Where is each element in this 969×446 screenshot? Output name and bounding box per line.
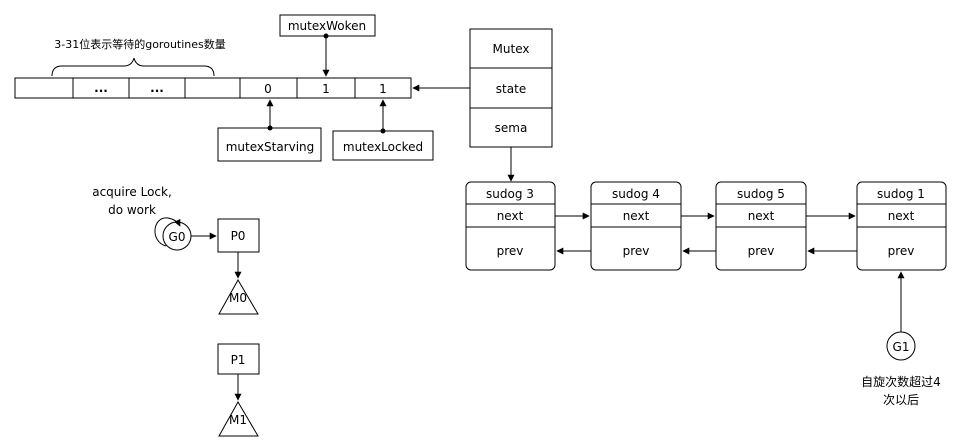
brace	[51, 57, 215, 77]
sudog-3-name: sudog 3	[486, 187, 534, 201]
brace-label: 3-31位表示等待的goroutines数量	[54, 37, 226, 51]
bit-locked-cell	[354, 77, 412, 99]
bit-locked-label: 1	[379, 82, 387, 96]
sudog-4: sudog 4 next prev	[590, 181, 682, 271]
sudog-4-name: sudog 4	[612, 187, 660, 201]
bit-31-cell	[14, 77, 74, 99]
m0-label: M0	[229, 291, 247, 305]
mutex-state-cell	[469, 67, 553, 109]
mutex-woken-label: mutexWoken	[288, 19, 366, 33]
p1-box	[217, 343, 260, 375]
p0-label: P0	[231, 229, 246, 243]
mutex-locked-label: mutexLocked	[343, 140, 423, 154]
p1-label: P1	[231, 353, 246, 367]
m0-triangle	[218, 278, 259, 315]
sudog-5: sudog 5 next prev	[715, 181, 807, 271]
sudog-4-prev: prev	[623, 244, 650, 258]
sudog-3-next: next	[497, 209, 524, 223]
mutex-state: state	[496, 82, 526, 96]
woken-dot	[323, 33, 329, 39]
sudog-5-prev: prev	[748, 244, 775, 258]
mutex-struct: Mutex state sema	[469, 28, 553, 148]
mutex-sema: sema	[495, 121, 528, 135]
bit-ellipsis-2-label: ...	[150, 81, 164, 95]
g0-note-line2: do work	[108, 203, 156, 217]
mutex-starving-label: mutexStarving	[226, 140, 315, 154]
g0-self-loop	[154, 217, 181, 247]
sudog-1-prev: prev	[888, 244, 915, 258]
starving-dot	[267, 125, 273, 131]
sudog-4-next: next	[623, 209, 650, 223]
sudog-3-prev: prev	[497, 244, 524, 258]
g1-note-line2: 次以后	[883, 393, 919, 407]
mutex-locked-box	[332, 130, 434, 161]
mutex-title: Mutex	[493, 42, 530, 56]
bit-woken-label: 1	[322, 82, 330, 96]
sudog-1: sudog 1 next prev	[856, 181, 947, 271]
sudog-5-next: next	[748, 209, 775, 223]
state-bit-row: ... ... 0 1 1	[14, 77, 412, 99]
bit-starving-label: 0	[264, 82, 272, 96]
m1-triangle	[218, 400, 259, 437]
bit-ellipsis-1-label: ...	[94, 81, 108, 95]
p0-box	[217, 218, 260, 253]
sudog-3: sudog 3 next prev	[465, 181, 556, 271]
m1-label: M1	[229, 413, 247, 427]
g0-label: G0	[169, 230, 186, 244]
mutex-title-cell	[469, 28, 553, 69]
g1-note-line1: 自旋次数超过4	[861, 374, 941, 389]
bit-3-cell	[184, 77, 241, 99]
g0-note-line1: acquire Lock,	[92, 185, 172, 199]
locked-dot	[380, 128, 386, 134]
g1-label: G1	[893, 340, 910, 354]
sudog-1-name: sudog 1	[877, 187, 925, 201]
sudog-5-name: sudog 5	[737, 187, 785, 201]
mutex-sema-cell	[469, 107, 553, 148]
sudog-1-next: next	[888, 209, 915, 223]
